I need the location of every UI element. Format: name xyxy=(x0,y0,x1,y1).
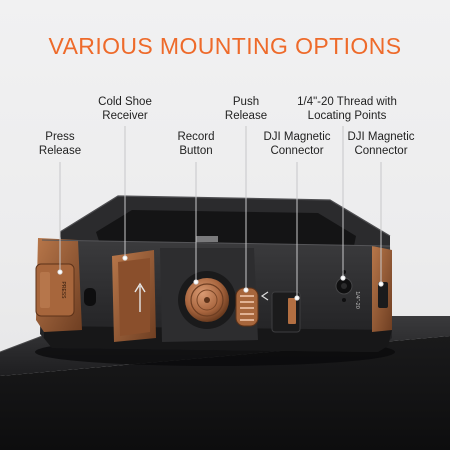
callout-dji-left: DJI Magnetic Connector xyxy=(263,131,330,158)
callout-line: 1/4"-20 Thread with xyxy=(297,96,397,108)
tripod-thread xyxy=(335,270,353,302)
logo-plate xyxy=(196,236,218,242)
callout-line: Locating Points xyxy=(307,109,387,122)
callout-push-release: Push Release xyxy=(225,96,267,123)
callout-line: Receiver xyxy=(102,109,148,122)
callout-line: DJI Magnetic xyxy=(347,131,415,143)
callout-line: Connector xyxy=(354,144,408,157)
callout-line: Press xyxy=(45,131,75,143)
callout-cold-shoe: Cold Shoe Receiver xyxy=(98,96,152,123)
callout-press-release: Press Release xyxy=(39,131,81,158)
callout-line: Record xyxy=(177,131,215,143)
push-release-button xyxy=(235,287,259,327)
callout-line: Release xyxy=(38,144,82,157)
press-label: PRESS xyxy=(60,282,66,300)
callout-line: Push xyxy=(232,96,260,108)
chevron-left-icon xyxy=(260,291,269,301)
headline: VARIOUS MOUNTING OPTIONS xyxy=(48,33,402,59)
callout-line: Release xyxy=(224,109,268,122)
device: PRESS xyxy=(35,195,392,352)
callout-record-button: Record Button xyxy=(177,131,214,158)
callout-line: Connector xyxy=(270,144,324,157)
thread-marking: 1/4"-20 xyxy=(354,291,360,309)
arrow-up-icon xyxy=(134,282,146,312)
callout-line: Cold Shoe xyxy=(98,96,152,108)
callout-line: DJI Magnetic xyxy=(263,131,331,143)
callout-dji-right: DJI Magnetic Connector xyxy=(347,131,414,158)
callout-thread: 1/4"-20 Thread with Locating Points xyxy=(297,96,397,123)
side-slot xyxy=(84,288,96,306)
callout-line: Button xyxy=(179,144,213,157)
callout-dots xyxy=(57,255,384,301)
callout-lines xyxy=(59,126,382,298)
